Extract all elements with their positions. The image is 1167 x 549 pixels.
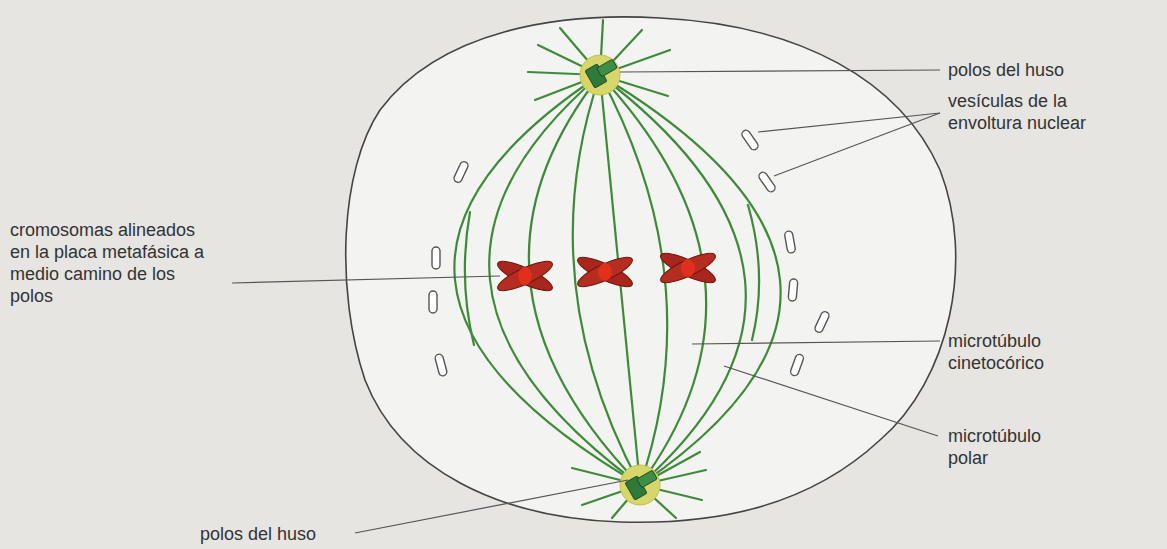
vesicle (784, 230, 796, 253)
leader-line (724, 366, 938, 436)
vesicle (757, 171, 776, 194)
microtubules (454, 20, 780, 518)
centriole (597, 59, 618, 77)
spindle-pole (580, 55, 620, 95)
microtubule (489, 75, 640, 485)
vesicle (788, 279, 798, 302)
vesicle (434, 353, 447, 376)
leader-line (774, 113, 940, 176)
part-label: microtúbulo cinetocórico (948, 330, 1068, 374)
vesicle (740, 129, 759, 152)
centromere (518, 267, 532, 285)
spindle-pole (620, 465, 660, 505)
leader-line (692, 341, 940, 344)
cell-outline (346, 17, 956, 522)
microtubule (465, 212, 474, 345)
vesicle (789, 353, 804, 376)
part-label: polos del huso (200, 523, 400, 545)
chromatid (657, 248, 718, 288)
part-label: vesículas de la envoltura nuclear (948, 90, 1098, 134)
microtubule (748, 205, 759, 340)
centrosome (580, 55, 620, 95)
leader-lines (232, 70, 940, 533)
part-label: microtúbulo polar (948, 425, 1068, 469)
chromatid (574, 252, 635, 292)
centrosome (620, 465, 660, 505)
microtubule (454, 75, 640, 485)
leader-line (620, 70, 940, 72)
vesicle (814, 310, 831, 333)
chromosome (574, 252, 635, 292)
chromatid (494, 256, 555, 296)
chromatid (657, 248, 718, 288)
centromere (598, 263, 612, 281)
part-label: polos del huso (948, 59, 1148, 81)
part-label: cromosomas alineados en la placa metafás… (10, 219, 207, 307)
leader-line (232, 276, 500, 283)
vesicle (453, 160, 470, 183)
leader-line (355, 480, 628, 533)
centriole (637, 470, 658, 488)
chromosome (494, 256, 555, 296)
chromatid (574, 252, 635, 292)
leader-line (758, 113, 940, 132)
chromosome (657, 248, 718, 288)
vesicle (429, 291, 437, 313)
chromatid (494, 256, 555, 296)
vesicle (432, 247, 440, 269)
centromere (681, 259, 695, 277)
